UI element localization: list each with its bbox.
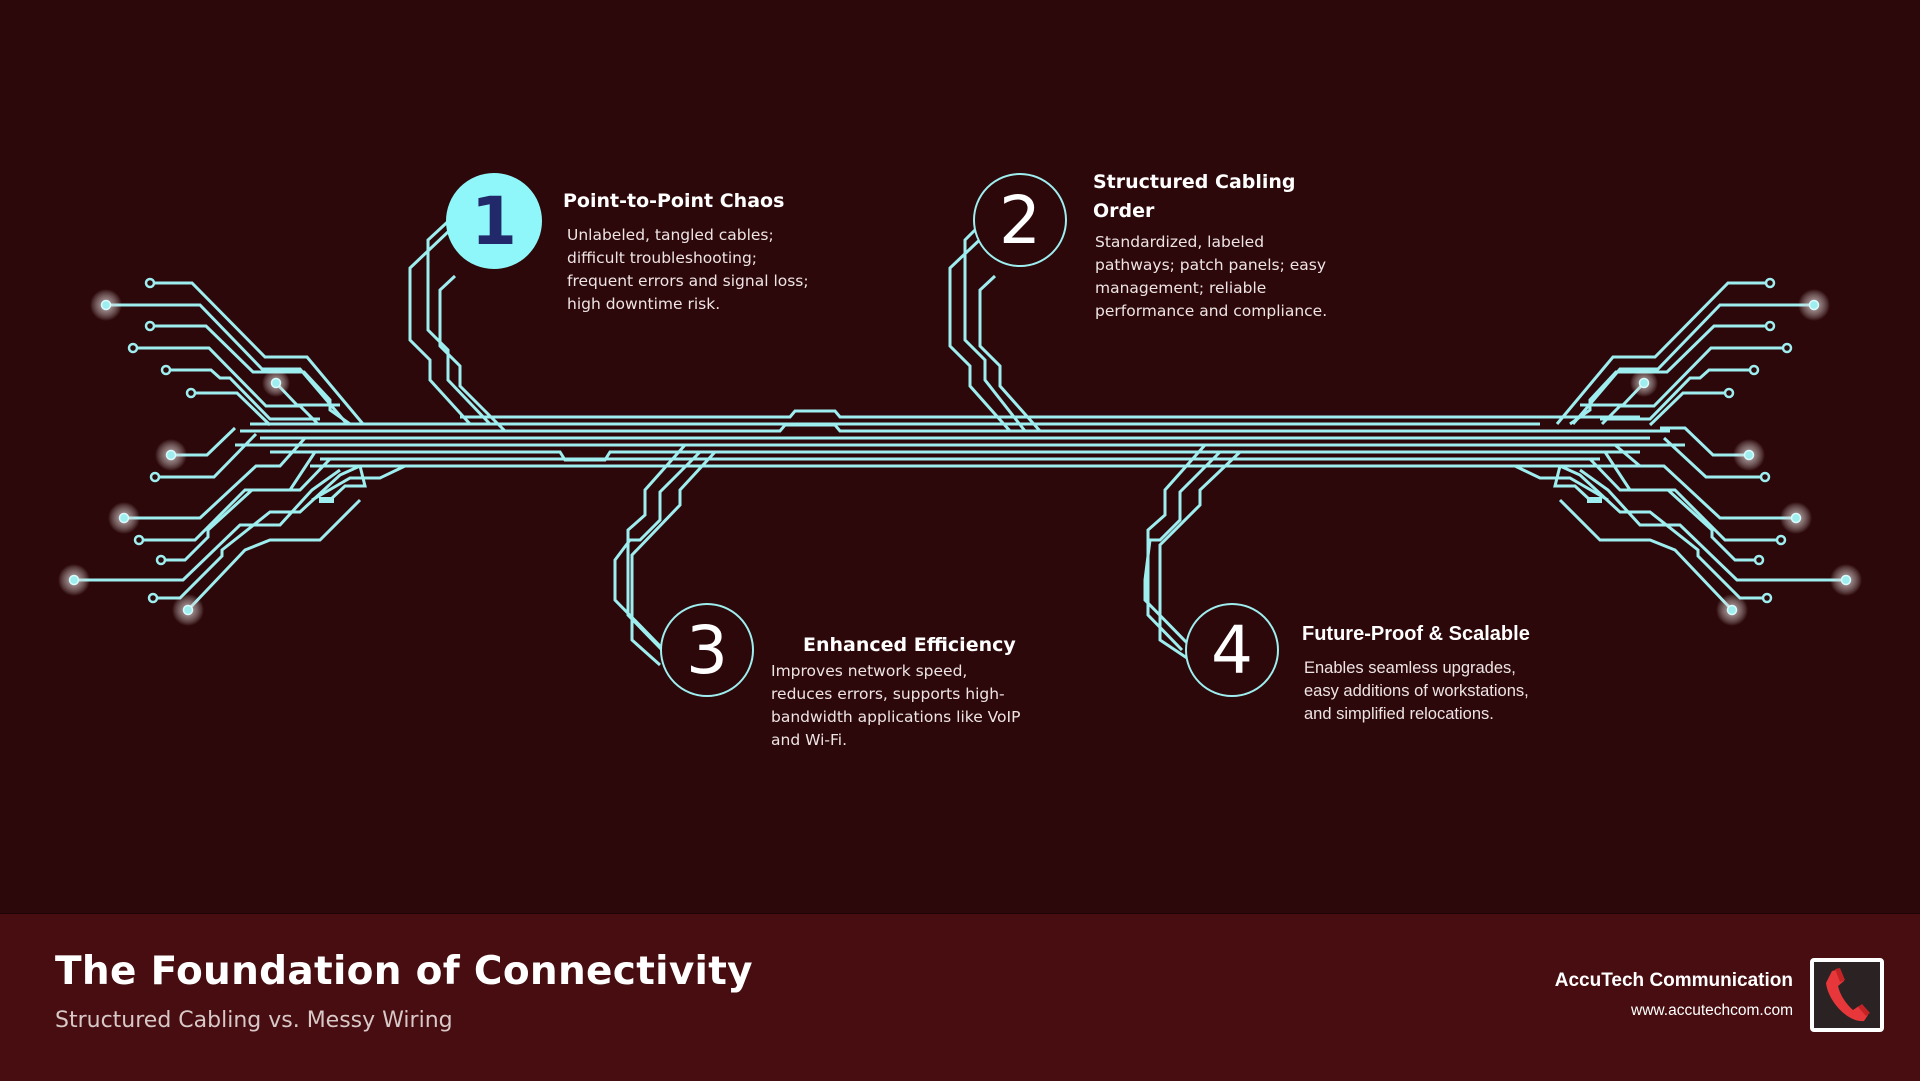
step-3-number: 3	[686, 611, 728, 689]
brand-name: AccuTech Communication	[1554, 970, 1793, 991]
circuit-trace-icon	[58, 213, 1862, 667]
step-1-number-badge: 1	[446, 173, 542, 269]
footer-banner: The Foundation of Connectivity Structure…	[0, 913, 1920, 1081]
step-3-title: Enhanced Efficiency	[803, 634, 1016, 656]
diagram-canvas: 1 Point-to-Point Chaos Unlabeled, tangle…	[58, 171, 1862, 749]
step-3-number-badge: 3	[660, 603, 754, 697]
step-3-description: Improves network speed, reduces errors, …	[771, 662, 1021, 749]
step-1-number: 1	[471, 182, 517, 260]
step-4-description: Enables seamless upgrades, easy addition…	[1304, 659, 1529, 723]
brand-url[interactable]: www.accutechcom.com	[1631, 1002, 1793, 1019]
step-1-title: Point-to-Point Chaos	[563, 190, 785, 212]
brand-logo	[1810, 958, 1884, 1032]
page-subtitle: Structured Cabling vs. Messy Wiring	[55, 1008, 453, 1033]
step-1-description: Unlabeled, tangled cables; difficult tro…	[567, 226, 809, 313]
step-2-number: 2	[999, 181, 1041, 259]
step-4-number-badge: 4	[1185, 603, 1279, 697]
step-4-number: 4	[1211, 611, 1253, 689]
step-2-description: Standardized, labeled pathways; patch pa…	[1095, 233, 1328, 320]
page-title: The Foundation of Connectivity	[55, 949, 753, 994]
step-4-title: Future-Proof & Scalable	[1302, 623, 1530, 645]
step-2-number-badge: 2	[973, 173, 1067, 267]
step-2-title: Structured Cabling Order	[1093, 171, 1296, 222]
phone-handset-icon	[1826, 968, 1870, 1022]
